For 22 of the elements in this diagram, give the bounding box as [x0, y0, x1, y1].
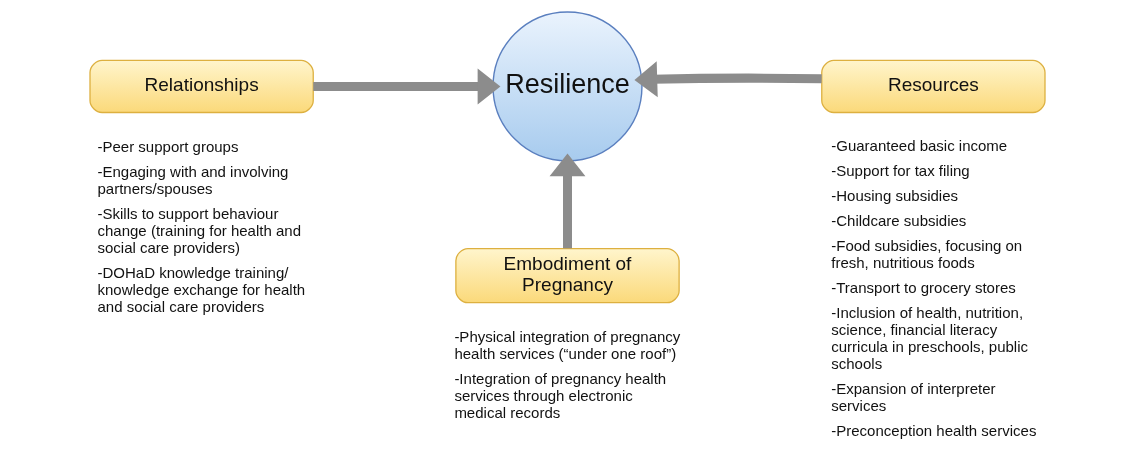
node-box: Relationships	[88, 59, 314, 114]
node-label: -Physical integration of pregnancy health services (“under one roof”)	[453, 327, 680, 362]
node-label: -Integration of pregnancy health services through electronic medical records	[453, 369, 666, 421]
node-label: -Childcare subsidies	[830, 211, 966, 229]
node-label: -Engaging with and involving partners/spouses	[97, 162, 288, 197]
node-label: -Preconception health services	[830, 421, 1036, 439]
node-label: -Support for tax filing	[830, 161, 970, 179]
node-label: -Inclusion of health, nutrition, science, financial literacy curricula in preschools, public schools	[830, 303, 1028, 372]
node-label: -Peer support groups	[97, 137, 238, 155]
arrow	[633, 61, 822, 98]
node-label: -Skills to support behaviour change (training for health and social care providers)	[97, 204, 301, 256]
node-box: Embodiment of Pregnancy	[454, 247, 680, 304]
node-label: -Food subsidies, focusing on fresh, nutritious foods	[830, 236, 1022, 271]
node-label: -Guaranteed basic income	[830, 136, 1007, 154]
node-label: -Transport to grocery stores	[830, 278, 1016, 296]
node-label: -Housing subsidies	[830, 186, 958, 204]
node-label: -DOHaD knowledge training/ knowledge exchange for health and social care providers	[97, 263, 305, 315]
arrow	[312, 68, 500, 105]
node-label: -Expansion of interpreter services	[830, 379, 996, 414]
node-box: Resources	[820, 59, 1046, 114]
node-circle: Resilience	[491, 11, 643, 162]
arrow	[549, 153, 585, 249]
